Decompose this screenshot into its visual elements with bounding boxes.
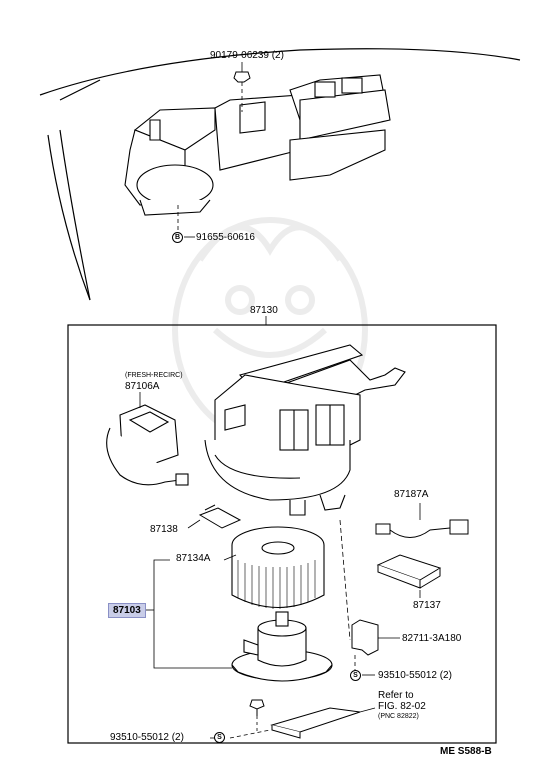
part-label-87137: 87137 — [413, 600, 441, 611]
dashboard-outline — [39, 48, 521, 301]
part-label-87134a: 87134A — [176, 553, 211, 564]
blower-fan — [231, 526, 325, 608]
screw-s-icon-left: S — [214, 732, 225, 743]
part-label-87106a: 87106A — [125, 381, 160, 392]
refer-line-2: FIG. 82-02 — [378, 701, 426, 712]
diagram-code: ME S588-B — [440, 746, 492, 757]
part-note-fresh-recirc: (FRESH-RECIRC) — [125, 372, 183, 379]
clamp-bracket — [351, 619, 379, 656]
refer-line-1: Refer to — [378, 690, 414, 701]
part-label-93510-55012-right: 93510-55012 (2) — [378, 670, 452, 681]
part-label-87138: 87138 — [150, 524, 178, 535]
detail-leaders — [139, 392, 421, 739]
blower-motor — [231, 611, 333, 682]
part-label-87103-highlight[interactable]: 87103 — [108, 603, 146, 618]
screw-s-icon-right: S — [350, 670, 361, 681]
fan-blades — [237, 560, 316, 609]
bolt-b-icon: B — [172, 232, 183, 243]
part-label-87187a: 87187A — [394, 489, 429, 500]
refer-line-3: (PNC 82822) — [378, 713, 419, 720]
bottom-plate — [270, 707, 361, 739]
part-label-91655-60616: 91655-60616 — [196, 232, 255, 243]
detail-frame — [67, 324, 497, 744]
wire-harness — [375, 519, 469, 538]
servo-motor — [106, 404, 189, 486]
part-label-93510-55012-left: 93510-55012 (2) — [110, 732, 184, 743]
blower-case — [204, 344, 406, 516]
resistor — [198, 504, 242, 529]
part-label-90179-06239: 90179-06239 (2) — [210, 50, 284, 61]
upper-bolt-icon — [233, 71, 251, 83]
part-label-82711-3a180: 82711-3A180 — [402, 633, 462, 644]
screw-icon-part — [249, 699, 265, 716]
part-label-87130: 87130 — [250, 305, 278, 316]
bracket — [376, 554, 442, 589]
upper-assembly — [124, 74, 391, 216]
